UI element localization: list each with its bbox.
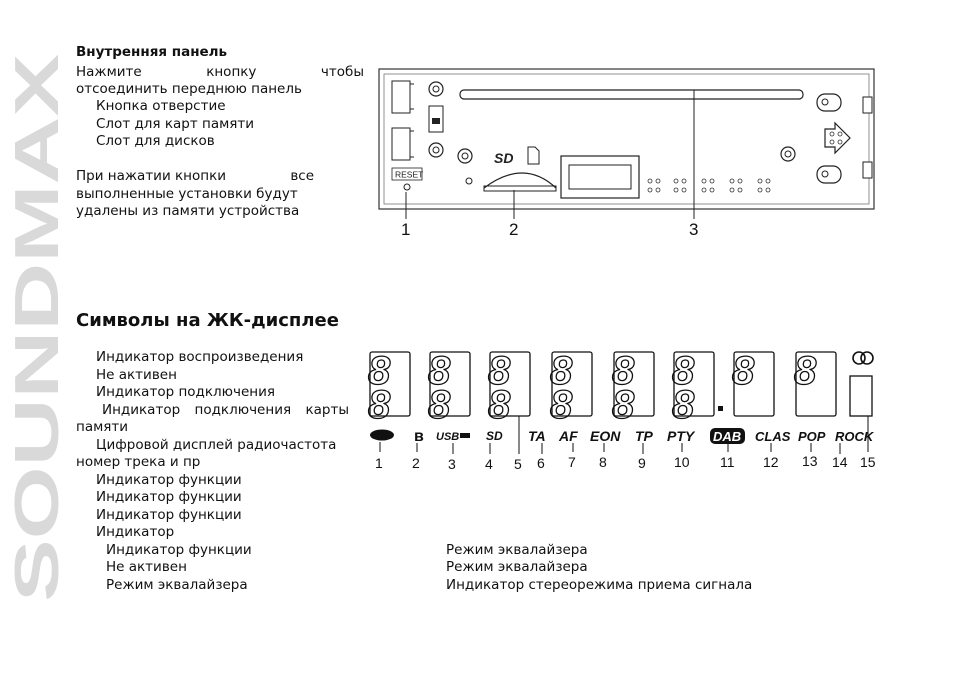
lcd-num-12: 12 xyxy=(763,454,779,470)
lcd-item-right: Режим эквалайзера xyxy=(446,542,588,558)
lcd-digit: 8 xyxy=(488,349,511,393)
lcd-digit: 8 xyxy=(612,383,635,427)
eon-symbol: EON xyxy=(590,428,621,444)
lcd-num-10: 10 xyxy=(674,454,690,470)
lcd-digit: 8 xyxy=(488,383,511,427)
lcd-item: Индикатор функции xyxy=(96,489,242,505)
ta-symbol: TA xyxy=(528,428,546,444)
brand-logo: SOUNDMAX xyxy=(6,54,70,602)
word: кнопку xyxy=(206,64,257,80)
lcd-item-card-cont: памяти xyxy=(76,419,129,435)
usb-icon: USB xyxy=(436,431,459,443)
lcd-digit: 8 xyxy=(550,349,573,393)
lcd-item: Цифровой дисплей радиочастота xyxy=(96,437,337,453)
lcd-item: Индикатор функции xyxy=(96,472,242,488)
callout-2: 2 xyxy=(509,220,518,239)
lcd-item: Индикатор xyxy=(96,524,175,540)
lcd-item: Индикатор функции xyxy=(96,507,242,523)
reset-note-line2: выполненные установки будут xyxy=(76,186,298,202)
af-symbol: AF xyxy=(558,428,578,444)
lcd-num-5: 5 xyxy=(514,456,522,472)
bluetooth-icon: ʙ xyxy=(414,428,424,445)
word: карты xyxy=(305,402,349,418)
lcd-num-4: 4 xyxy=(485,456,493,472)
tp-symbol: TP xyxy=(635,428,654,444)
word: Нажмите xyxy=(76,64,142,80)
inner-panel-line2: отсоединить переднюю панель xyxy=(76,81,302,97)
sd-slot-label: SD xyxy=(494,150,513,166)
word: чтобы xyxy=(320,64,364,80)
lcd-num-6: 6 xyxy=(537,455,545,471)
lcd-section-title: Символы на ЖК-дисплее xyxy=(76,310,339,331)
word: подключения xyxy=(194,402,292,418)
lcd-item-right: Индикатор стереорежима приема сигнала xyxy=(446,577,753,593)
reset-note-line3: удалены из памяти устройства xyxy=(76,203,300,219)
lcd-item-right: Режим эквалайзера xyxy=(446,559,588,575)
lcd-item: Не активен xyxy=(96,367,177,383)
lcd-digit: 8 xyxy=(368,349,391,393)
inner-panel-item: Слот для карт памяти xyxy=(96,116,255,132)
word: При нажатии кнопки xyxy=(76,168,227,184)
lcd-digit: 8 xyxy=(368,383,391,427)
dab-symbol: DAB xyxy=(713,429,741,444)
sd-icon: SD xyxy=(486,429,503,443)
callout-1: 1 xyxy=(401,220,410,239)
lcd-num-1: 1 xyxy=(375,455,383,471)
reset-hole xyxy=(403,183,411,191)
lcd-item: Индикатор воспроизведения xyxy=(96,349,304,365)
pop-symbol: POP xyxy=(798,429,826,444)
word: Индикатор xyxy=(102,402,181,418)
brand-watermark: SOUNDMAX xyxy=(6,54,70,602)
lcd-item: Индикатор функции xyxy=(106,542,252,558)
lcd-item: Индикатор подключения xyxy=(96,384,276,400)
lcd-digit: 8 xyxy=(794,349,817,393)
lcd-digit: 8 xyxy=(732,349,755,393)
clas-symbol: CLAS xyxy=(755,429,791,444)
disc-icon xyxy=(370,429,394,441)
lcd-digit: 8 xyxy=(612,349,635,393)
rock-symbol: ROCK xyxy=(835,429,875,444)
callout-3: 3 xyxy=(689,220,698,239)
lcd-digit: 8 xyxy=(428,349,451,393)
word: все xyxy=(290,168,314,184)
lcd-digit: 8 xyxy=(550,383,573,427)
lcd-digit: 8 xyxy=(428,383,451,427)
reset-note-line1: При нажатии кнопки все xyxy=(76,168,314,185)
lcd-num-14: 14 xyxy=(832,454,848,470)
inner-panel-item: Слот для дисков xyxy=(96,133,215,149)
inner-panel-line1: Нажмите кнопку чтобы xyxy=(76,64,364,81)
lcd-num-8: 8 xyxy=(599,454,607,470)
inner-panel-item: Кнопка отверстие xyxy=(96,98,226,114)
lcd-item: номер трека и пр xyxy=(76,454,201,470)
lcd-num-9: 9 xyxy=(638,455,646,471)
lcd-item-card: Индикатор подключения карты xyxy=(96,402,349,419)
lcd-diagram: 8 8 8 8 8 8 8 8 8 8 8 8 8 8 ʙ USB SD TA … xyxy=(367,348,876,472)
lcd-num-2: 2 xyxy=(412,455,420,471)
lcd-num-13: 13 xyxy=(802,453,818,469)
lcd-num-11: 11 xyxy=(720,454,735,470)
inner-panel-title: Внутренняя панель xyxy=(76,44,228,60)
lcd-digit: 8 xyxy=(672,383,695,427)
lcd-num-3: 3 xyxy=(448,456,456,472)
pty-symbol: PTY xyxy=(667,428,696,444)
panel-diagram: RESET SD 1 2 3 xyxy=(378,68,875,239)
reset-label: RESET xyxy=(395,170,423,180)
lcd-item: Режим эквалайзера xyxy=(106,577,248,593)
lcd-num-15: 15 xyxy=(860,454,876,470)
lcd-digit: 8 xyxy=(672,349,695,393)
lcd-num-7: 7 xyxy=(568,454,576,470)
lcd-item: Не активен xyxy=(106,559,187,575)
